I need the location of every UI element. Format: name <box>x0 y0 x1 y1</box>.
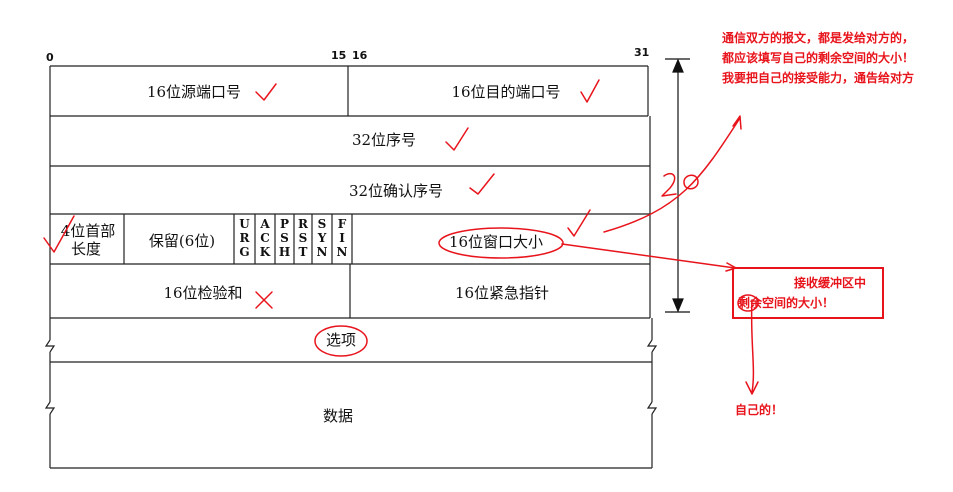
bit-label-31: 31 <box>634 46 649 59</box>
header-frame <box>44 65 658 469</box>
field-reserved: 保留(6位) <box>149 232 215 250</box>
field-urgent-pointer: 16位紧急指针 <box>455 284 549 302</box>
check-mark-icon <box>580 79 600 103</box>
check-mark-icon <box>469 173 495 195</box>
field-destination-port: 16位目的端口号 <box>451 83 560 101</box>
annotation-note-line1: 通信双方的报文，都是发给对方的， <box>722 31 915 45</box>
annotation-note-line2: 都应该填写自己的剩余空间的大小！ <box>722 51 915 65</box>
annotation-note: 通信双方的报文，都是发给对方的， 都应该填写自己的剩余空间的大小！ 我要把自己的… <box>722 28 914 88</box>
bit-label-15: 15 <box>331 49 346 62</box>
field-sequence-number: 32位序号 <box>352 131 416 149</box>
header-size-arrow <box>665 58 690 313</box>
field-ack-number: 32位确认序号 <box>349 182 443 200</box>
check-mark-icon <box>445 127 469 151</box>
red-arrow-to-box <box>561 243 737 272</box>
remaining-circle <box>737 294 759 312</box>
check-mark-icon <box>43 215 75 253</box>
field-window-size: 16位窗口大小 <box>449 233 543 251</box>
check-mark-icon <box>255 83 277 101</box>
red-arrow-to-note <box>603 115 742 233</box>
annotation-box-line1: 接收缓冲区中 <box>794 276 867 290</box>
field-source-port: 16位源端口号 <box>147 83 241 101</box>
field-header-length-line1: 4位首部 <box>61 222 116 240</box>
field-data: 数据 <box>323 407 353 425</box>
window-size-circle <box>438 227 564 259</box>
bit-label-16: 16 <box>352 49 368 62</box>
red-arrow-down <box>745 299 759 395</box>
options-circle <box>314 325 368 357</box>
cross-mark-icon <box>255 291 273 309</box>
annotation-box: 接收缓冲区中 剩余空间的大小！ <box>732 267 884 319</box>
handwritten-20 <box>661 172 699 197</box>
annotation-note-line3: 我要把自己的接受能力，通告给对方 <box>722 71 915 85</box>
annotation-own: 自己的！ <box>735 403 784 417</box>
field-options: 选项 <box>326 331 356 349</box>
check-mark-icon <box>567 209 591 237</box>
annotation-box-line2: 剩余空间的大小！ <box>738 296 835 310</box>
handwritten-marks <box>43 79 759 395</box>
field-header-length-line2: 长度 <box>71 240 101 258</box>
field-checksum: 16位检验和 <box>163 284 242 302</box>
bit-label-0: 0 <box>46 51 54 64</box>
